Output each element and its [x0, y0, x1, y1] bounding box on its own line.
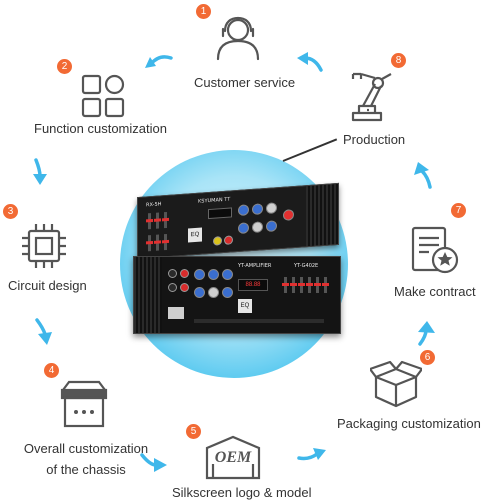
customer-service-icon: [211, 15, 265, 61]
step-3-label: Circuit design: [8, 278, 87, 293]
bottom-unit-display-value: 88.88: [245, 282, 261, 288]
step-1-badge: 1: [196, 4, 211, 19]
bottom-unit-eq-box: EQ: [238, 299, 252, 313]
bottom-amplifier-unit: YT-AMPLIFIER YT-G402E 88.88 EQ: [133, 256, 341, 334]
chassis-box-icon: [59, 380, 109, 428]
arrow-6-to-7: [414, 320, 438, 346]
step-7-label: Make contract: [394, 284, 476, 299]
arrow-7-to-8: [412, 161, 436, 189]
step-4-badge: 4: [44, 363, 59, 378]
step-5-badge: 5: [186, 424, 201, 439]
bottom-unit-right-text: YT-G402E: [294, 263, 319, 269]
step-5-label: Silkscreen logo & model: [172, 485, 312, 500]
step-4-label: Overall customization of the chassis: [22, 438, 150, 480]
function-grid-icon: [81, 74, 125, 118]
bottom-unit-display: 88.88: [238, 279, 268, 291]
top-unit-model: RX-5H: [146, 201, 162, 209]
robot-arm-icon: [345, 70, 399, 122]
step-1-label: Customer service: [194, 75, 296, 90]
bottom-unit-left-text: YT-AMPLIFIER: [238, 263, 272, 269]
step-3-badge: 3: [3, 204, 18, 219]
arrow-8-to-1: [297, 52, 325, 72]
step-6-badge: 6: [420, 350, 435, 365]
top-unit-eq-label: EQ: [190, 231, 200, 239]
step-7-badge: 7: [451, 203, 466, 218]
contract-document-icon: [409, 226, 461, 274]
antenna: [282, 138, 338, 162]
step-2-label: Function customization: [34, 121, 167, 136]
arrow-5-to-6: [297, 444, 327, 464]
bottom-unit-side: [134, 257, 162, 333]
arrow-3-to-4: [33, 318, 55, 346]
oem-logo-text: OEM: [214, 449, 252, 466]
arrow-1-to-2: [145, 52, 173, 72]
step-6-label: Packaging customization: [337, 416, 481, 431]
oem-logo-icon: OEM: [203, 434, 263, 480]
step-8-label: Production: [343, 132, 406, 147]
arrow-2-to-3: [28, 158, 50, 186]
step-8-badge: 8: [391, 53, 406, 68]
circuit-chip-icon: [19, 221, 69, 271]
step-4-label-line1: Overall customization: [23, 441, 149, 456]
package-box-icon: [370, 359, 422, 411]
top-unit-eq-box: EQ: [188, 227, 202, 243]
bottom-unit-eq-label: EQ: [240, 303, 250, 309]
step-2-badge: 2: [57, 59, 72, 74]
step-4-label-line2: of the chassis: [46, 462, 126, 477]
top-unit-side: [306, 184, 338, 247]
arrow-4-to-5: [140, 451, 168, 473]
